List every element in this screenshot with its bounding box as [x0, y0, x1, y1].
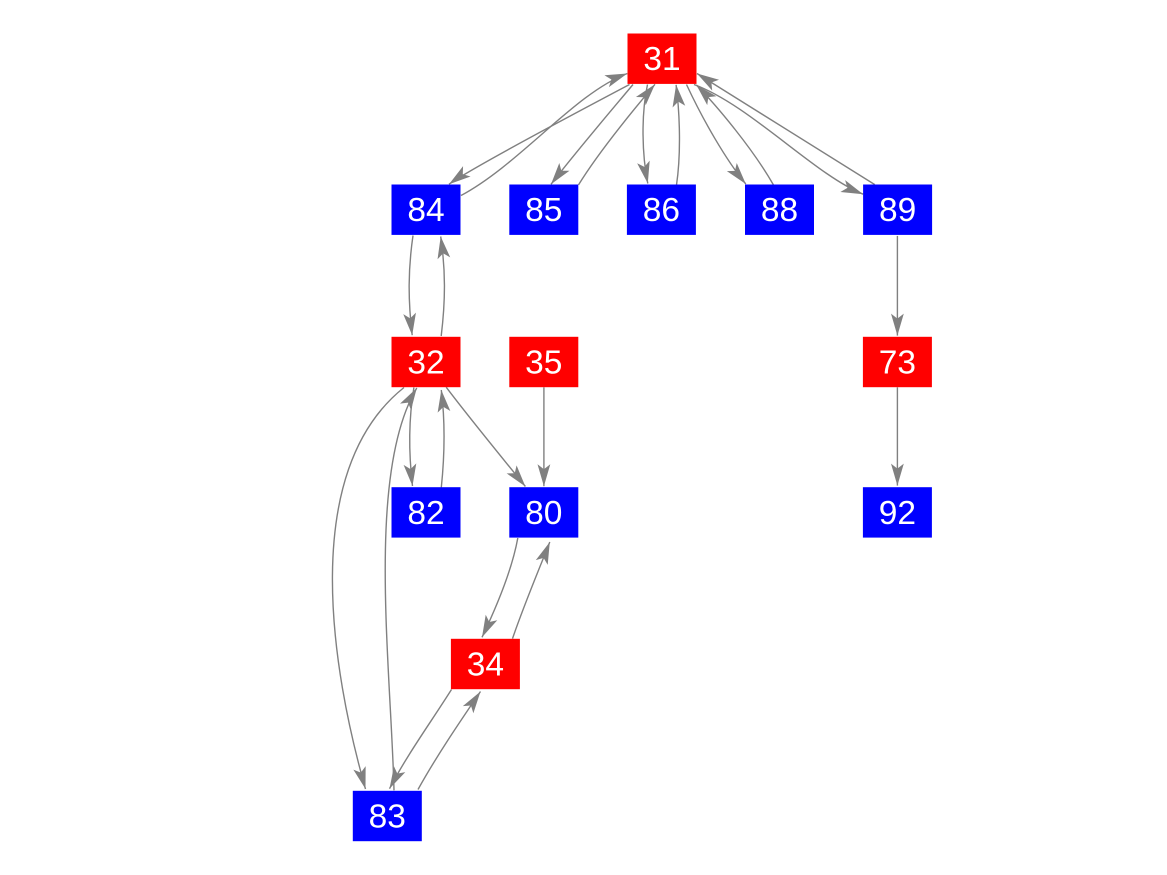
svg-text:86: 86: [643, 192, 680, 229]
svg-text:80: 80: [525, 495, 562, 532]
svg-text:31: 31: [643, 41, 680, 78]
svg-text:35: 35: [525, 344, 562, 381]
svg-text:92: 92: [879, 495, 916, 532]
svg-text:85: 85: [525, 192, 562, 229]
svg-text:84: 84: [407, 192, 444, 229]
svg-text:89: 89: [879, 192, 916, 229]
svg-text:34: 34: [467, 646, 504, 683]
svg-text:73: 73: [879, 344, 916, 381]
svg-text:82: 82: [407, 495, 444, 532]
svg-text:32: 32: [407, 344, 444, 381]
svg-text:88: 88: [761, 192, 798, 229]
svg-text:83: 83: [369, 798, 406, 835]
